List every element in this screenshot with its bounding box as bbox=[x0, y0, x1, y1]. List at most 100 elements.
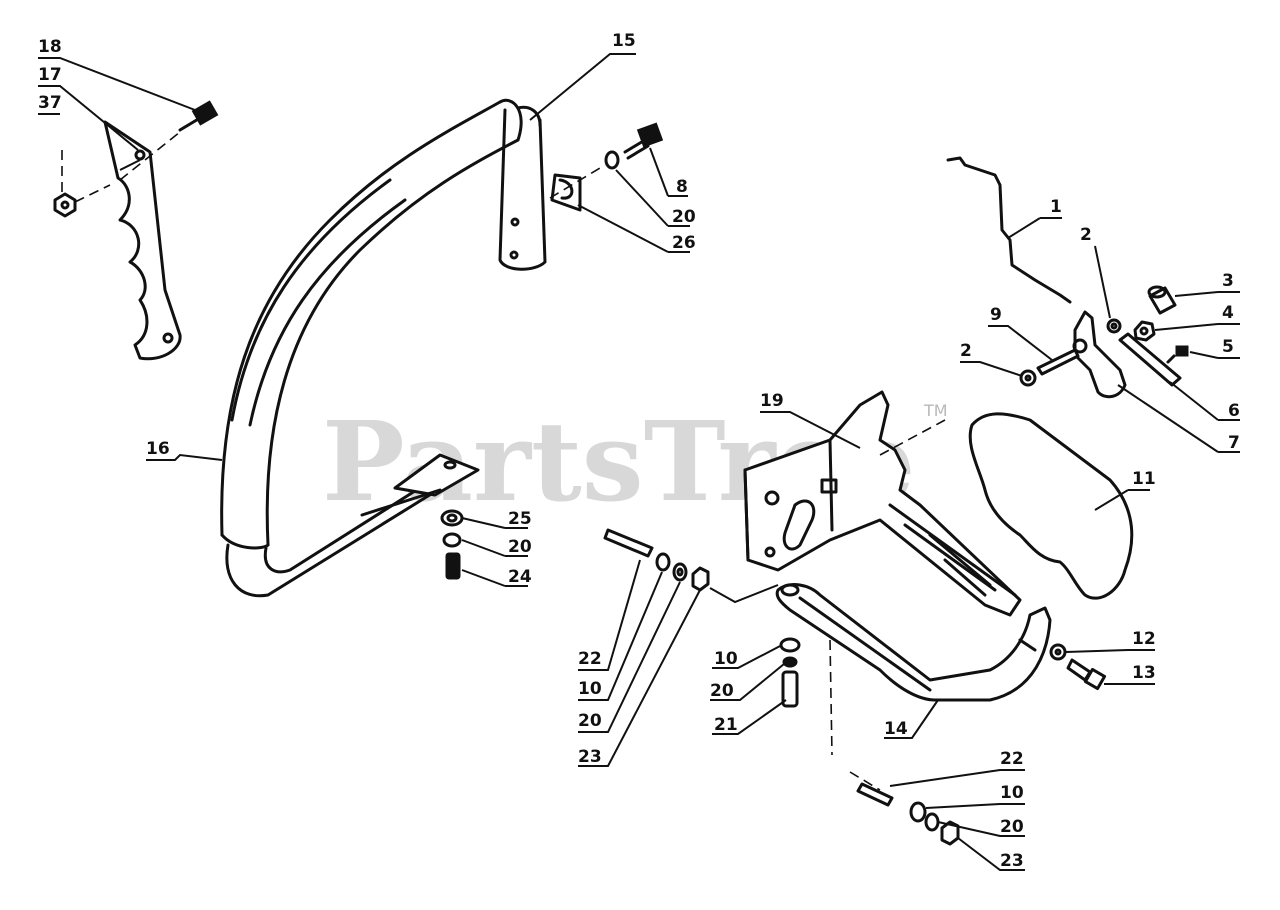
callout-15: 15 bbox=[529, 31, 636, 121]
svg-text:3: 3 bbox=[1222, 271, 1234, 291]
svg-text:26: 26 bbox=[672, 233, 696, 253]
stud-22-left bbox=[603, 528, 654, 558]
svg-text:10: 10 bbox=[1000, 783, 1024, 803]
callout-1: 1 bbox=[1007, 197, 1062, 239]
callout-16: 16 bbox=[146, 439, 223, 461]
callout-12: 12 bbox=[1065, 629, 1156, 653]
stud-22-bottom bbox=[856, 782, 894, 807]
callout-18: 18 bbox=[38, 37, 196, 111]
svg-text:13: 13 bbox=[1132, 663, 1156, 683]
callout-9: 9 bbox=[988, 305, 1053, 361]
nut-4 bbox=[1133, 320, 1156, 342]
svg-text:22: 22 bbox=[1000, 749, 1024, 769]
lockwasher-20-mid bbox=[782, 656, 798, 668]
callout-37: 37 bbox=[38, 93, 63, 195]
lockwasher-20-left bbox=[672, 562, 688, 582]
hand-guard bbox=[103, 120, 182, 361]
bolt-8 bbox=[623, 122, 664, 160]
callout-13: 13 bbox=[1104, 663, 1156, 685]
svg-text:20: 20 bbox=[672, 207, 696, 227]
callout-25: 25 bbox=[461, 509, 532, 529]
svg-text:20: 20 bbox=[508, 537, 532, 557]
spacer-20-top bbox=[549, 150, 620, 199]
callout-4: 4 bbox=[1154, 303, 1240, 331]
svg-text:11: 11 bbox=[1132, 469, 1156, 489]
svg-text:21: 21 bbox=[714, 715, 738, 735]
svg-text:19: 19 bbox=[760, 391, 784, 411]
svg-text:20: 20 bbox=[710, 681, 734, 701]
callout-20-bottom: 20 bbox=[937, 817, 1025, 837]
svg-text:14: 14 bbox=[884, 719, 908, 739]
svg-text:23: 23 bbox=[578, 747, 602, 767]
washer-10-mid bbox=[779, 637, 801, 653]
callout-11: 11 bbox=[1094, 469, 1156, 511]
callout-20-mid: 20 bbox=[710, 663, 785, 701]
callout-23-bottom: 23 bbox=[957, 837, 1025, 871]
svg-text:6: 6 bbox=[1228, 401, 1240, 421]
svg-text:7: 7 bbox=[1228, 433, 1240, 453]
svg-text:37: 37 bbox=[38, 93, 62, 113]
lockwasher-20-bottom bbox=[924, 812, 940, 832]
lower-handle-bar bbox=[775, 583, 1052, 791]
svg-text:8: 8 bbox=[676, 177, 688, 197]
callout-20-front: 20 bbox=[461, 537, 532, 557]
bolt-24 bbox=[445, 552, 461, 580]
watermark-trademark: TM bbox=[923, 401, 948, 420]
svg-text:22: 22 bbox=[578, 649, 602, 669]
handle-grip bbox=[968, 412, 1134, 600]
callout-3: 3 bbox=[1174, 271, 1240, 297]
svg-text:15: 15 bbox=[612, 31, 636, 51]
svg-text:18: 18 bbox=[38, 37, 62, 57]
spacer-20-front bbox=[442, 532, 462, 548]
callout-2b: 2 bbox=[960, 341, 1023, 377]
screw-5 bbox=[1166, 345, 1189, 364]
throttle-trigger bbox=[1072, 310, 1127, 399]
rear-handle-housing bbox=[743, 390, 1022, 617]
front-handle-bar bbox=[220, 98, 547, 598]
callout-10-left: 10 bbox=[578, 571, 663, 701]
bolt-18 bbox=[119, 100, 219, 181]
bushing-3 bbox=[1147, 285, 1177, 315]
callout-7: 7 bbox=[1117, 384, 1240, 453]
callout-6: 6 bbox=[1169, 381, 1240, 421]
callout-10-bottom: 10 bbox=[925, 783, 1025, 809]
bolt-21 bbox=[781, 670, 799, 708]
svg-text:24: 24 bbox=[508, 567, 532, 587]
callout-20-left: 20 bbox=[578, 581, 681, 733]
bolt-13 bbox=[1066, 658, 1107, 691]
washer-2a bbox=[1106, 318, 1122, 334]
callout-19: 19 bbox=[760, 391, 861, 449]
callout-21: 21 bbox=[712, 699, 787, 735]
pin-9 bbox=[1036, 348, 1080, 376]
svg-text:25: 25 bbox=[508, 509, 532, 529]
callout-5: 5 bbox=[1189, 337, 1240, 359]
washer-25 bbox=[440, 509, 464, 527]
callout-17: 17 bbox=[38, 65, 139, 151]
washer-10-bottom bbox=[909, 801, 927, 823]
svg-text:20: 20 bbox=[578, 711, 602, 731]
svg-text:4: 4 bbox=[1222, 303, 1234, 323]
svg-text:9: 9 bbox=[990, 305, 1002, 325]
svg-text:17: 17 bbox=[38, 65, 62, 85]
callout-22-left: 22 bbox=[578, 559, 641, 671]
svg-text:10: 10 bbox=[578, 679, 602, 699]
nut-37 bbox=[53, 184, 111, 218]
svg-text:1: 1 bbox=[1050, 197, 1062, 217]
svg-text:16: 16 bbox=[146, 439, 170, 459]
callout-23-left: 23 bbox=[578, 589, 701, 767]
svg-text:5: 5 bbox=[1222, 337, 1234, 357]
svg-text:23: 23 bbox=[1000, 851, 1024, 871]
svg-text:10: 10 bbox=[714, 649, 738, 669]
callout-10-mid: 10 bbox=[712, 644, 783, 669]
callout-8: 8 bbox=[649, 147, 688, 197]
callout-20-top: 20 bbox=[615, 169, 696, 227]
nut-23-left bbox=[691, 566, 779, 604]
svg-text:20: 20 bbox=[1000, 817, 1024, 837]
pin-6 bbox=[1118, 332, 1182, 387]
clamp-26 bbox=[550, 173, 582, 212]
callout-22-bottom: 22 bbox=[889, 749, 1025, 787]
svg-text:2: 2 bbox=[960, 341, 972, 361]
svg-text:12: 12 bbox=[1132, 629, 1156, 649]
washer-2b bbox=[1019, 369, 1037, 387]
